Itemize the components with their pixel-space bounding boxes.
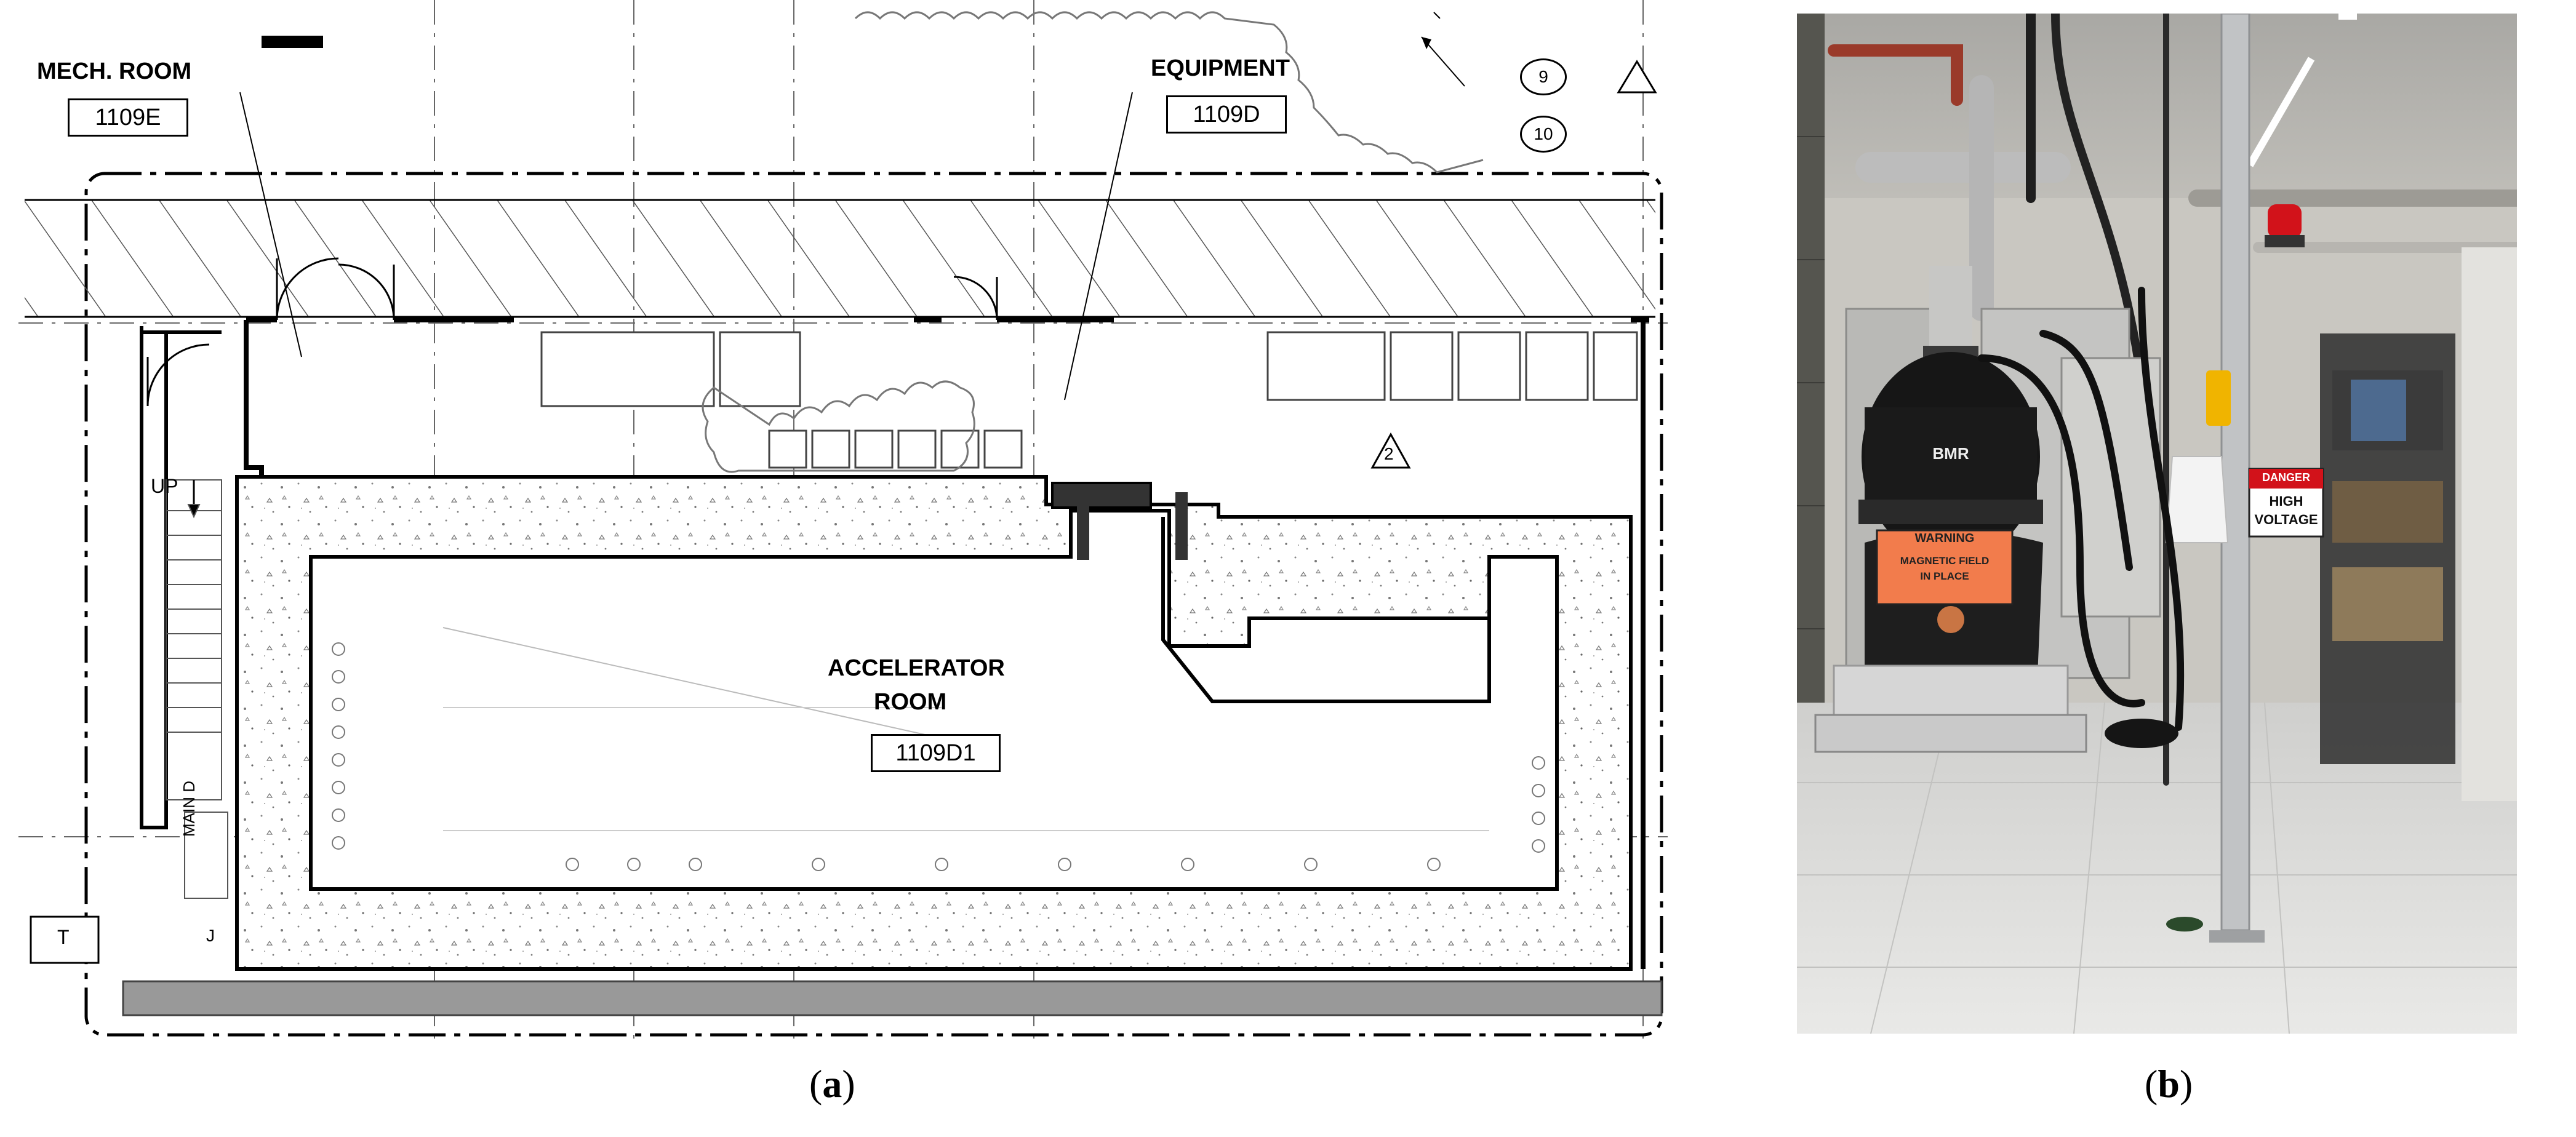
mech-room-label: MECH. ROOM: [37, 58, 192, 84]
caption-a: (a): [809, 1062, 855, 1106]
floor: [1797, 703, 2517, 1034]
building-outline: [84, 172, 1663, 1037]
equipment-rack: [2320, 247, 2517, 801]
mainp-label: MAIN D: [180, 781, 198, 837]
door-swings: [146, 257, 998, 407]
entry-maze: [1161, 517, 1491, 703]
accelerator-photo: [1797, 14, 2517, 1034]
equipment-room-number: 1109D: [1166, 95, 1287, 134]
triangle-mark: 2: [1384, 444, 1394, 463]
warning-beacon: [2268, 204, 2302, 238]
callout-10: 10: [1520, 116, 1567, 153]
maze-wall: [1051, 482, 1152, 509]
revision-cloud-top: [854, 11, 1484, 174]
beam-line: [442, 627, 942, 739]
accelerator-photo-panel: WARNING MAGNETIC FIELD IN PLACE DANGER H…: [1797, 14, 2517, 1034]
support-column: [2220, 14, 2250, 932]
multimeter: [2206, 370, 2231, 426]
equipment-blocks: [540, 331, 1638, 469]
warning-sign-header: WARNING: [1914, 532, 1975, 545]
warning-sign-bg: [1876, 529, 2014, 605]
rolling-door: [1797, 14, 1825, 783]
tank-label: BMR: [1932, 444, 1969, 463]
equipment-label: EQUIPMENT: [1151, 55, 1290, 81]
accelerator-label-line2: ROOM: [874, 689, 947, 715]
warning-sign-line1: MAGNETIC FIELD: [1900, 555, 1990, 567]
danger-sign-line1: HIGH: [2269, 493, 2303, 509]
warning-sign-line2: IN PLACE: [1920, 570, 1969, 582]
floor-plan-drawing: [18, 0, 1668, 1040]
callout-9: 9: [1520, 58, 1567, 95]
bottom-wall: [122, 980, 1663, 1016]
accelerator-room: [309, 509, 1559, 891]
caption-a-letter: a: [822, 1062, 842, 1106]
stair-up-label: UP: [151, 475, 178, 497]
floor-plan-panel: MECH. ROOM 1109E EQUIPMENT 1109D ACCELER…: [18, 0, 1668, 1046]
grid-j-label: J: [206, 926, 215, 945]
tag-t-label: T: [57, 926, 70, 948]
anchor-circles: [332, 642, 1545, 871]
mech-room-number: 1109E: [68, 98, 188, 137]
revision-cloud-mid: [702, 380, 975, 473]
danger-sign-header: DANGER: [2262, 471, 2310, 484]
danger-sign-line2: VOLTAGE: [2254, 512, 2318, 527]
caption-b-letter: b: [2158, 1062, 2180, 1106]
hatched-corridor: [25, 200, 1655, 317]
caption-b: (b): [2145, 1062, 2193, 1106]
accelerator-label-line1: ACCELERATOR: [828, 655, 1005, 681]
stair: [166, 479, 222, 800]
bottle: [2165, 456, 2229, 543]
accelerator-room-number: 1109D1: [871, 734, 1001, 772]
